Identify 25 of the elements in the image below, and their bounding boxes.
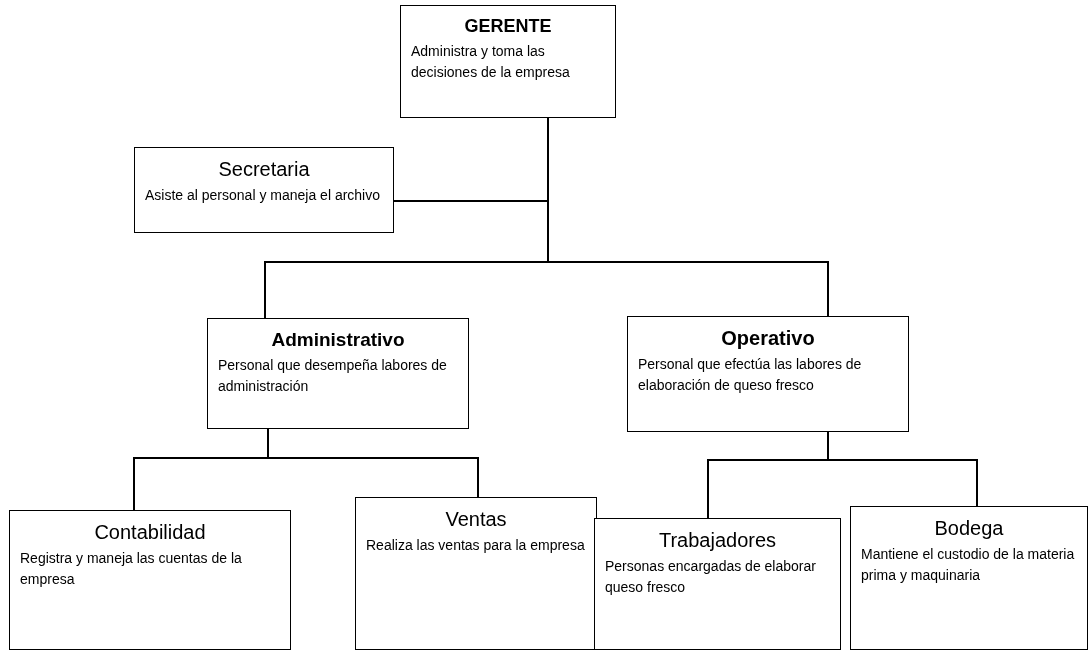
role-title: Operativo	[720, 327, 816, 350]
role-description: Administra y toma las decisiones de la empresa	[411, 42, 571, 82]
org-box	[850, 506, 1088, 650]
role-title: Trabajadores	[657, 529, 778, 552]
role-description: Asiste al personal y maneja el archivo	[145, 186, 381, 205]
org-box	[207, 318, 469, 429]
role-title: Contabilidad	[93, 521, 207, 544]
role-title: Administrativo	[270, 329, 406, 351]
role-description: Realiza las ventas para la empresa	[366, 536, 586, 555]
role-description: Personal que efectúa las labores de elaboración de queso fresco	[638, 355, 863, 395]
org-box	[400, 5, 616, 118]
role-title: Bodega	[933, 517, 1005, 540]
role-title: Ventas	[444, 508, 508, 531]
role-description: Registra y maneja las cuentas de la empresa	[20, 549, 243, 589]
role-description: Mantiene el custodio de la materia prima y maquinaria	[861, 545, 1076, 585]
org-box	[594, 518, 841, 650]
org-box	[9, 510, 291, 650]
connector-line	[827, 431, 978, 507]
org-box	[627, 316, 909, 432]
org-box	[134, 147, 394, 233]
org-box	[355, 497, 597, 650]
role-title: Secretaria	[217, 158, 311, 181]
role-description: Personas encargadas de elaborar queso fresco	[605, 557, 817, 597]
role-description: Personal que desempeña labores de administración	[218, 356, 448, 396]
role-title: GERENTE	[463, 16, 553, 37]
